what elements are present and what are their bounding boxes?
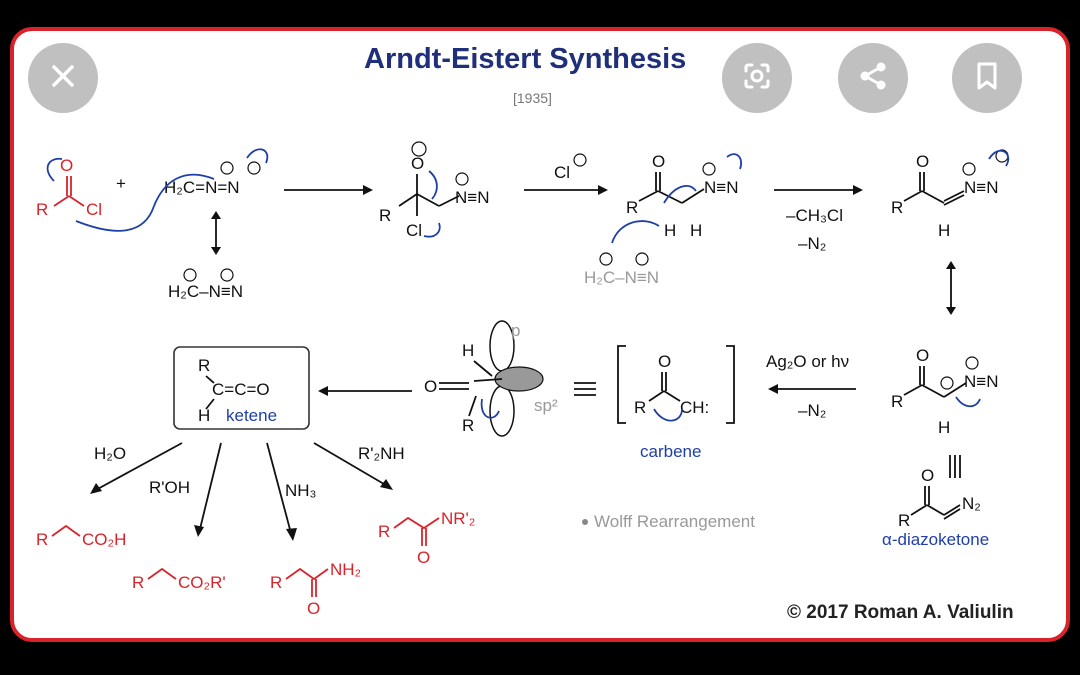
- image-card: Arndt-Eistert Synthesis [1935] O R Cl + …: [10, 27, 1070, 642]
- svg-text:H₂C–N≡N: H₂C–N≡N: [168, 282, 243, 301]
- diazomethane: H₂C=N=N H₂C–N≡N: [75, 148, 269, 301]
- chloride-ion: Cl: [554, 163, 570, 182]
- acid-chloride: O R Cl: [36, 156, 102, 219]
- svg-text:H: H: [664, 221, 676, 240]
- svg-text:α-diazoketone: α-diazoketone: [882, 530, 989, 549]
- svg-text:O: O: [411, 154, 424, 173]
- svg-text:R: R: [198, 356, 210, 375]
- reagent-nh3: NH₃: [285, 481, 316, 500]
- svg-text:Cl: Cl: [86, 200, 102, 219]
- reagent-h2o: H₂O: [94, 444, 126, 463]
- ag2o-hv-condition: Ag₂O or hν: [766, 352, 849, 371]
- share-button[interactable]: [838, 43, 908, 113]
- svg-text:NR'₂: NR'₂: [441, 509, 475, 528]
- alpha-diazoketone: O R N₂ α-diazoketone: [882, 466, 989, 549]
- svg-text:H: H: [938, 418, 950, 437]
- diazoketone-middle: O R H N≡N: [891, 346, 998, 437]
- bookmark-icon: [967, 56, 1007, 101]
- orbital-diagram: O H R p sp²: [424, 320, 558, 437]
- svg-text:O: O: [652, 152, 665, 171]
- svg-text:O: O: [417, 548, 430, 567]
- svg-text:sp²: sp²: [534, 396, 558, 415]
- svg-text:R: R: [36, 530, 48, 549]
- svg-text:C=C=O: C=C=O: [212, 380, 270, 399]
- svg-text:R: R: [898, 511, 910, 530]
- close-button[interactable]: [28, 43, 98, 113]
- product-amide: R O NH₂: [270, 560, 361, 618]
- product-acid: R CO₂H: [36, 524, 126, 549]
- svg-text:O: O: [424, 377, 437, 396]
- svg-text:R: R: [462, 416, 474, 435]
- copyright-credit: © 2017 Roman A. Valiulin: [787, 602, 1014, 623]
- svg-text:CH:: CH:: [680, 398, 709, 417]
- svg-text:CO₂R': CO₂R': [178, 573, 226, 592]
- diazonium-ketone: O R H H N≡N H₂C–N≡N: [584, 152, 742, 287]
- minus-ch3cl: –CH₃Cl: [786, 206, 843, 225]
- scheme-title: Arndt-Eistert Synthesis: [364, 43, 686, 75]
- plus-sign: +: [116, 174, 126, 193]
- svg-text:O: O: [658, 352, 671, 371]
- tetrahedral-intermediate: O R Cl N≡N: [379, 141, 489, 240]
- svg-text:O: O: [916, 346, 929, 365]
- svg-text:H: H: [462, 341, 474, 360]
- svg-text:R: R: [270, 573, 282, 592]
- svg-text:O: O: [916, 152, 929, 171]
- svg-text:H₂C–N≡N: H₂C–N≡N: [584, 268, 659, 287]
- ketene-box: R C=C=O H ketene: [173, 346, 310, 430]
- minus-n2-a: –N₂: [798, 234, 826, 253]
- bookmark-button[interactable]: [952, 43, 1022, 113]
- svg-text:R: R: [378, 522, 390, 541]
- svg-text:Cl: Cl: [406, 221, 422, 240]
- svg-text:N≡N: N≡N: [455, 188, 489, 207]
- svg-text:N≡N: N≡N: [704, 178, 738, 197]
- svg-text:N₂: N₂: [962, 494, 981, 513]
- product-ester: R CO₂R': [132, 567, 226, 592]
- svg-text:H: H: [938, 221, 950, 240]
- svg-text:CO₂H: CO₂H: [82, 530, 126, 549]
- svg-text:R: R: [36, 200, 48, 219]
- svg-text:NH₂: NH₂: [330, 560, 361, 579]
- svg-text:H₂C=N=N: H₂C=N=N: [164, 178, 240, 197]
- svg-text:O: O: [307, 599, 320, 618]
- diazoketone-top: O R H N≡N: [891, 149, 1010, 240]
- lens-button[interactable]: [722, 43, 792, 113]
- svg-text:p: p: [511, 321, 520, 340]
- lens-search-icon: [737, 56, 777, 101]
- close-icon: [43, 56, 83, 101]
- product-substituted-amide: R O NR'₂: [378, 509, 475, 567]
- svg-text:R: R: [379, 206, 391, 225]
- status-bar: [0, 0, 1080, 27]
- carbene-intermediate: O R CH: carbene: [617, 345, 735, 461]
- svg-text:R: R: [891, 392, 903, 411]
- svg-text:R: R: [132, 573, 144, 592]
- svg-text:R: R: [891, 198, 903, 217]
- reagent-roh: R'OH: [149, 478, 190, 497]
- bullet-dot: [582, 519, 588, 525]
- share-icon: [853, 56, 893, 101]
- svg-text:O: O: [921, 466, 934, 485]
- svg-text:ketene: ketene: [226, 406, 277, 425]
- navigation-bar: [0, 642, 1080, 675]
- svg-text:N≡N: N≡N: [964, 178, 998, 197]
- svg-text:N≡N: N≡N: [964, 372, 998, 391]
- svg-text:H: H: [198, 406, 210, 425]
- scheme-year: [1935]: [513, 90, 552, 106]
- reagent-r2nh: R'₂NH: [358, 444, 405, 463]
- svg-text:H: H: [690, 221, 702, 240]
- minus-n2-b: –N₂: [798, 401, 826, 420]
- wolff-rearrangement-label: Wolff Rearrangement: [594, 512, 755, 531]
- svg-text:R: R: [626, 198, 638, 217]
- svg-text:O: O: [60, 156, 73, 175]
- reaction-scheme: Arndt-Eistert Synthesis [1935] O R Cl + …: [36, 43, 1014, 623]
- svg-text:R: R: [634, 398, 646, 417]
- svg-text:carbene: carbene: [640, 442, 701, 461]
